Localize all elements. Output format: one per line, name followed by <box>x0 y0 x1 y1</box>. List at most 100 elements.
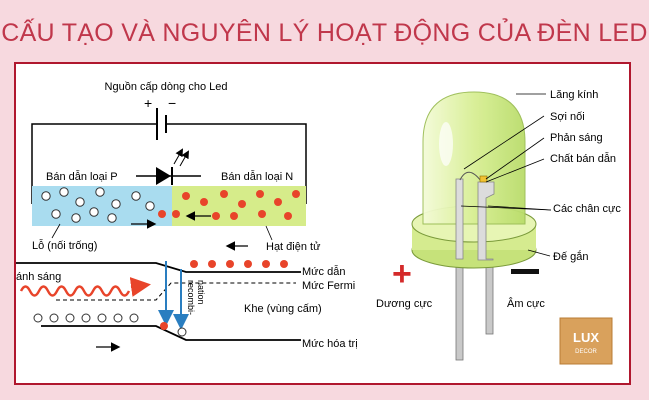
base-pointer <box>527 249 551 257</box>
electron <box>182 192 190 200</box>
diagram-svg: Nguồn cấp dòng cho Led + − Bán dẫn loại … <box>16 81 621 365</box>
cathode-anvil <box>477 181 495 261</box>
gap-label: Khe (vùng cấm) <box>244 303 322 315</box>
hole <box>107 213 117 223</box>
valence-band-line <box>41 325 301 341</box>
hole <box>71 213 81 223</box>
band-hole <box>49 313 59 323</box>
band-hole <box>129 313 139 323</box>
band-hole <box>97 313 107 323</box>
emission-arrow-1 <box>173 148 183 165</box>
leads-pointer-2 <box>487 205 552 211</box>
electron <box>284 212 292 220</box>
electron <box>238 200 246 208</box>
chip-label: Chất bán dẫn <box>550 152 616 165</box>
hole <box>41 191 51 201</box>
anode-lead <box>455 253 464 361</box>
base-label: Đế gắn <box>553 250 588 263</box>
lens-highlight <box>439 122 453 166</box>
logo-brand: LUX <box>573 330 599 345</box>
hole <box>89 207 99 217</box>
band-electron <box>280 260 288 268</box>
light-wave <box>19 285 131 297</box>
hole <box>95 187 105 197</box>
hole-pointer <box>51 223 61 239</box>
fermi-level-line <box>56 282 296 301</box>
hole-label: Lỗ (nối trống) <box>32 239 97 252</box>
electron <box>172 210 180 218</box>
band-electron <box>262 260 270 268</box>
band-electron-recombined <box>160 322 168 330</box>
n-type-label: Bán dẫn loại N <box>221 170 293 183</box>
minus-sign: − <box>168 95 176 111</box>
band-hole-edge <box>177 327 187 337</box>
holes-group <box>41 187 166 223</box>
electron <box>200 198 208 206</box>
band-hole <box>113 313 123 323</box>
electron <box>230 212 238 220</box>
diode-triangle <box>156 167 171 185</box>
band-hole <box>65 313 75 323</box>
electron-pointer <box>265 225 273 241</box>
band-electron <box>190 260 198 268</box>
lens-body <box>422 91 526 225</box>
electron <box>256 190 264 198</box>
valence-label: Mức hóa trị <box>302 338 358 350</box>
leads-label: Các chân cực <box>553 203 621 215</box>
hole-recombining <box>158 210 166 218</box>
fermi-label: Mức Fermi <box>302 280 355 292</box>
electron <box>292 190 300 198</box>
p-type-label: Bán dẫn loại P <box>46 170 118 183</box>
wire-label: Sợi nối <box>550 111 585 123</box>
recombination-text-2: nation <box>196 280 206 305</box>
band-electron <box>244 260 252 268</box>
anode-plus-sign: + <box>392 255 412 293</box>
bond-wire <box>459 171 482 182</box>
circuit-group: Nguồn cấp dòng cho Led + − Bán dẫn loại … <box>31 81 321 253</box>
luxdecor-logo: LUX DECOR <box>559 317 613 365</box>
wire-right <box>166 123 307 204</box>
hole <box>145 201 155 211</box>
light-label: ánh sáng <box>16 271 61 283</box>
cathode-minus-sign <box>511 269 539 274</box>
electrons-group <box>172 190 300 220</box>
band-diagram: ánh sáng recombi- nation Mức dẫn Mức Fer… <box>16 241 358 352</box>
hole <box>131 191 141 201</box>
anode-post <box>455 178 464 260</box>
conduction-band-line <box>16 262 301 273</box>
band-holes <box>33 313 187 337</box>
led-illustration: Lăng kính Sợi nối Phản sáng Chất bán dẫn… <box>376 89 621 361</box>
hole <box>75 197 85 207</box>
conduction-label: Mức dẫn <box>302 265 345 278</box>
reflector-pointer <box>485 137 545 180</box>
logo-sub: DECOR <box>575 349 597 355</box>
electron <box>274 198 282 206</box>
electron-label: Hạt điện tử <box>266 241 321 253</box>
electron <box>220 190 228 198</box>
wire-left <box>31 123 157 204</box>
page-title: CẤU TẠO VÀ NGUYÊN LÝ HOẠT ĐỘNG CỦA ĐÈN L… <box>1 19 648 47</box>
electron <box>258 210 266 218</box>
hole <box>111 199 121 209</box>
diagram-panel: Nguồn cấp dòng cho Led + − Bán dẫn loại … <box>14 62 631 385</box>
hole <box>59 187 69 197</box>
lens-label: Lăng kính <box>550 89 598 101</box>
band-hole <box>33 313 43 323</box>
plus-sign: + <box>144 95 152 111</box>
logo-box <box>559 317 613 365</box>
hole <box>51 209 61 219</box>
anode-label: Dương cực <box>376 298 433 310</box>
chip-pointer <box>485 158 545 183</box>
source-label: Nguồn cấp dòng cho Led <box>105 81 228 93</box>
band-electron <box>226 260 234 268</box>
emission-arrow-2 <box>179 150 189 167</box>
recombination-text-1: recombi- <box>186 280 196 315</box>
band-hole <box>81 313 91 323</box>
electron <box>212 212 220 220</box>
light-wave-arrowhead <box>129 277 151 297</box>
cathode-label: Âm cực <box>507 297 545 310</box>
band-electrons <box>190 260 288 268</box>
wire-pointer <box>463 115 545 170</box>
band-electron <box>208 260 216 268</box>
